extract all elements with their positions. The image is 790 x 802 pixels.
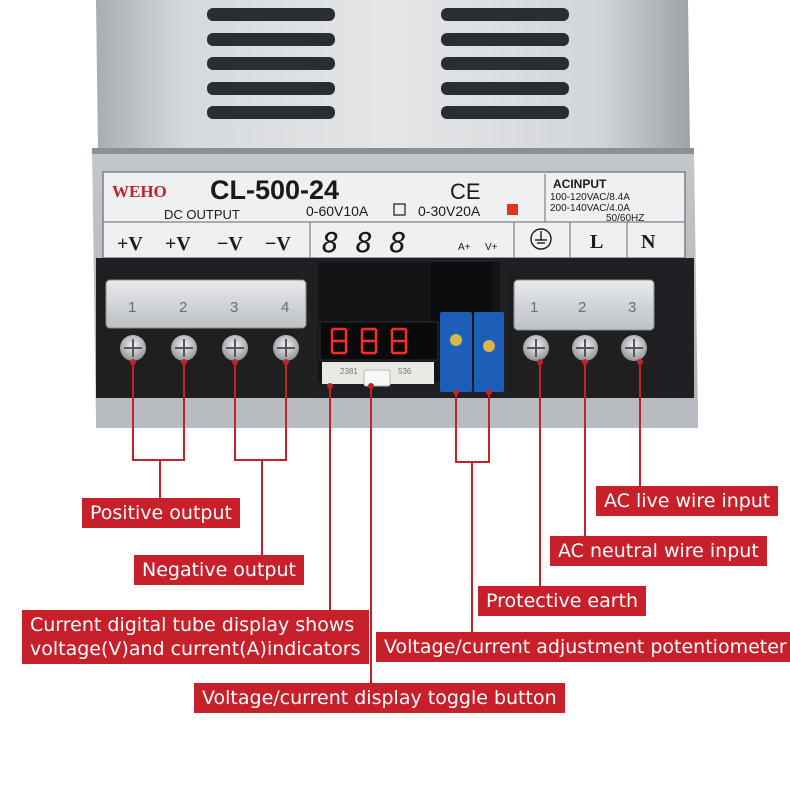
callout-potentiometer: Voltage/current adjustment potentiometer (376, 632, 790, 662)
dc-block-num-4: 4 (281, 299, 289, 316)
ac-input-title: ACINPUT (553, 177, 607, 191)
toggle-button[interactable] (363, 369, 391, 387)
ac-spec-1: 100-120VAC/8.4A (550, 192, 630, 203)
callout-earth: Protective earth (478, 586, 647, 616)
callout-leader-lines (132, 362, 641, 685)
callout-ac-live: AC live wire input (596, 486, 779, 516)
brand-logo: WEHO (112, 182, 167, 201)
range-1-label: 0-60V10A (306, 203, 369, 219)
terminal-label-neg-1: −V (217, 233, 243, 255)
led-digits (330, 327, 408, 355)
ce-mark: CE (450, 179, 481, 204)
callout-leader-dots (130, 359, 643, 395)
dc-clear-cover (105, 279, 307, 329)
pcb-code: 2381 (340, 367, 358, 376)
callout-toggle-button: Voltage/current display toggle button (194, 683, 565, 713)
pot-label-a: A+ (458, 242, 471, 253)
ground-symbol-icon (530, 228, 552, 250)
terminal-label-neg-2: −V (265, 233, 291, 255)
terminal-label-pos-1: +V (117, 233, 143, 255)
callout-display-line-2: voltage(V)and current(A)indicators (30, 638, 361, 660)
dc-output-label: DC OUTPUT (164, 207, 240, 222)
ac-screws (523, 335, 647, 361)
case-top (96, 0, 690, 150)
range-2-box-selected (507, 204, 518, 215)
terminal-label-pos-2: +V (165, 233, 191, 255)
case-bottom-lip (96, 398, 698, 428)
label-display-digits: 8 8 8 (322, 226, 406, 259)
ac-block-num-2: 2 (578, 299, 586, 316)
callout-display-line-1: Current digital tube display shows (30, 614, 355, 636)
pot-label-v: V+ (485, 242, 498, 253)
callout-negative-output: Negative output (134, 555, 304, 585)
dc-block-num-2: 2 (179, 299, 187, 316)
potentiometers (440, 312, 504, 392)
ac-label-l: L (590, 231, 603, 253)
dc-block-num-1: 1 (128, 299, 136, 316)
range-1-box (393, 203, 406, 216)
vent-slots (207, 8, 569, 119)
dc-block-num-3: 3 (230, 299, 238, 316)
ac-clear-cover (513, 279, 655, 331)
model-number: CL-500-24 (210, 175, 339, 205)
ac-spec-3: 50/60HZ (606, 213, 644, 224)
callout-ac-neutral: AC neutral wire input (550, 536, 767, 566)
dc-screws (120, 335, 299, 361)
ac-block-num-3: 3 (628, 299, 636, 316)
range-2-label: 0-30V20A (418, 203, 481, 219)
ac-spec-2: 200-140VAC/4.0A (550, 203, 630, 214)
callout-display: Current digital tube display shows volta… (22, 610, 369, 664)
pcb-code-2: 536 (398, 367, 412, 376)
ac-label-n: N (641, 231, 656, 253)
ac-block-num-1: 1 (530, 299, 538, 316)
callout-positive-output: Positive output (82, 498, 240, 528)
